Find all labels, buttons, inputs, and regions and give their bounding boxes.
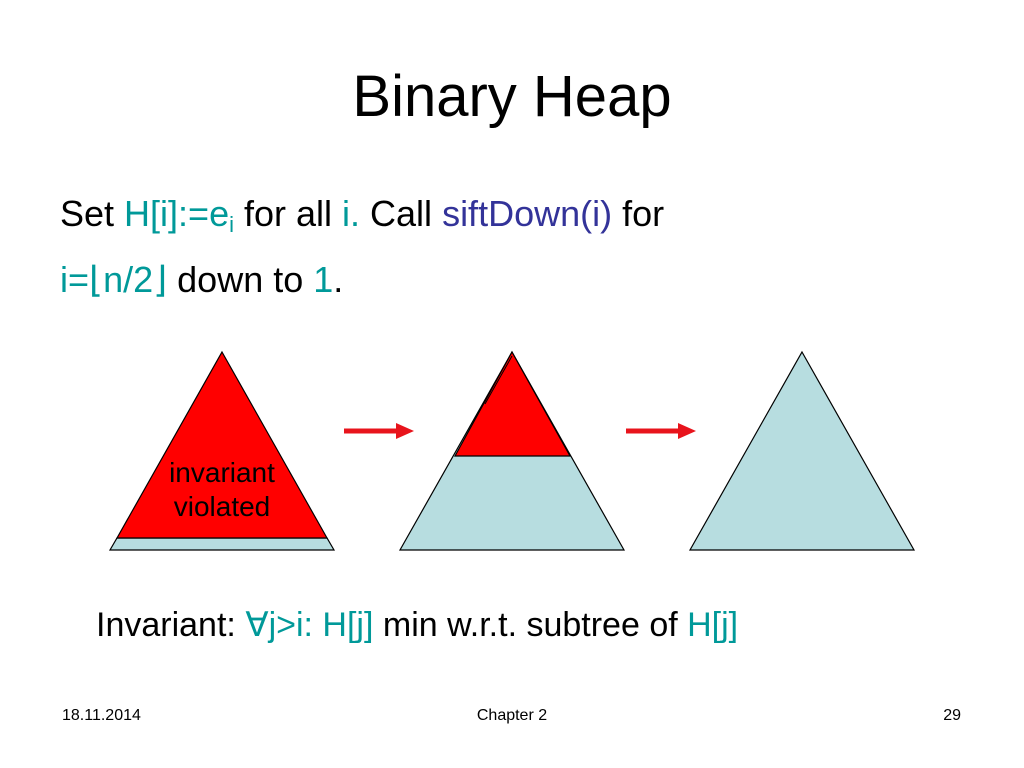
range-text: i=⌊n/2⌋ <box>60 259 168 300</box>
forall-text: ∀j>i: H[j] <box>245 606 374 644</box>
statement-line-2: i=⌊n/2⌋ down to 1. <box>60 258 343 302</box>
arrow-2 <box>626 423 696 439</box>
for-text: for <box>612 193 665 234</box>
i-dot-text: i. <box>342 193 361 234</box>
hj-text: H[j] <box>687 606 739 644</box>
period-text: . <box>333 259 344 300</box>
slide-title: Binary Heap <box>352 64 672 129</box>
footer-chapter: Chapter 2 <box>476 707 548 724</box>
footer-date: 18.11.2014 <box>62 707 141 724</box>
triangle-3-body <box>688 350 916 551</box>
for-all-text: for all <box>233 193 343 234</box>
triangle-1-violated-region <box>115 350 329 539</box>
arrow-1 <box>344 423 414 439</box>
h-assign-text: H[i]:=e <box>124 193 230 234</box>
footer-page-number: 29 <box>943 707 961 724</box>
siftdown-text: siftDown(i) <box>442 193 613 234</box>
invariant-violated-label: invariant violated <box>142 456 302 524</box>
statement-line-1: Set H[i]:=ei for all i. Call siftDown(i)… <box>60 192 664 236</box>
one-text: 1 <box>313 259 334 300</box>
label-line-2: violated <box>173 491 271 522</box>
heap-triangle-2 <box>398 350 626 551</box>
subscript-i: i <box>229 212 234 237</box>
invariant-middle: min w.r.t. subtree of <box>373 606 688 644</box>
label-line-1: invariant <box>169 457 275 488</box>
call-text: Call <box>360 193 443 234</box>
invariant-prefix: Invariant: <box>96 606 246 644</box>
triangle-1-base <box>108 537 336 551</box>
heap-triangle-1 <box>108 350 336 551</box>
invariant-statement: Invariant: ∀j>i: H[j] min w.r.t. subtree… <box>96 604 738 646</box>
set-text: Set <box>60 193 125 234</box>
down-to-text: down to <box>167 259 314 300</box>
triangle-2-violated-region <box>453 350 572 457</box>
heap-triangle-3 <box>688 350 916 551</box>
